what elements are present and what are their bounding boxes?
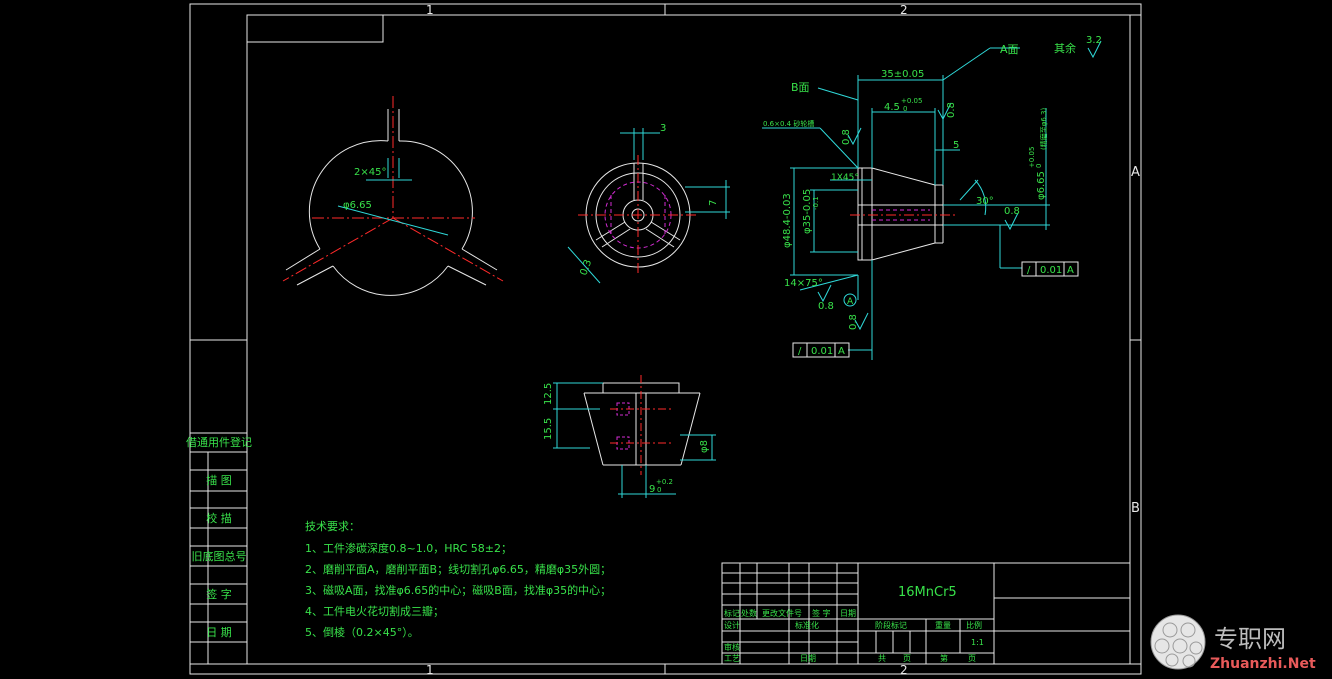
dim-d665-tol: +0.05 (1028, 147, 1036, 168)
tol1-symbol: / (1027, 265, 1031, 276)
notes-item-4: 4、工件电火花切割成三瓣； (305, 604, 444, 618)
tb-weight: 重量 (935, 620, 951, 630)
tol1-datum: A (1067, 265, 1074, 276)
face-a-label: A面 (1000, 43, 1019, 56)
view4-dim-9-tol: +0.2 (656, 478, 673, 486)
tol1-value: 0.01 (1040, 265, 1062, 276)
tb-hdr-1: 标记 (724, 608, 740, 618)
dim-step-tol-lower: 0 (903, 105, 907, 113)
view4-dim-9-tol-lower: 0 (657, 486, 661, 494)
dim-d35-tol: -0.1 (812, 196, 820, 210)
roughness-d: 0.8 (848, 314, 859, 330)
dim-step-tol-upper: +0.05 (901, 97, 922, 105)
zone-label-bottom-1: 1 (426, 663, 434, 677)
roughness-a: 0.8 (841, 129, 852, 145)
title-block (721, 562, 1131, 665)
left-stamp-block (189, 432, 248, 665)
chamfer-1x45: 1X45° (831, 173, 859, 183)
view2-dim-bottom: 0.3 (578, 258, 594, 277)
dim-d35: φ35-0.05 (802, 189, 813, 234)
zone-label-bottom-2: 2 (900, 663, 908, 677)
notes-title: 技术要求： (305, 520, 360, 533)
view4-dim-155: 15.5 (543, 418, 554, 440)
rest-roughness-label: 其余 (1054, 41, 1076, 55)
view-1-petal: 2×45° φ6.65 (282, 96, 504, 296)
view4-dim-9: 9 (649, 484, 655, 495)
technical-notes: 技术要求： 1、工件渗碳深度0.8~1.0，HRC 58±2； 2、磨削平面A，… (305, 520, 611, 639)
tb-scale: 比例 (966, 620, 982, 630)
dim-5: 5 (953, 140, 959, 151)
dim-14x75: 14×75° (784, 278, 823, 289)
view2-dim-top: 3 (660, 123, 666, 134)
dim-step: 4.5 (884, 102, 900, 113)
drawing-frame (189, 3, 1142, 675)
zone-label-top-1: 1 (426, 3, 434, 17)
watermark-en: Zhuanzhi.Net (1210, 656, 1316, 672)
view-3-side-section: A面 B面 其余 3.2 35±0.05 4.5 +0.05 0 0.8 0.6… (762, 35, 1102, 360)
tb-hdr-4: 签 字 (812, 608, 831, 618)
stamp-label-4: 旧底图总号 (192, 549, 247, 563)
notes-item-1: 1、工件渗碳深度0.8~1.0，HRC 58±2； (305, 541, 512, 555)
rest-roughness-value: 3.2 (1086, 35, 1102, 46)
tb-scale-value: 1:1 (971, 638, 984, 647)
notes-item-5: 5、倒棱（0.2×45°）。 (305, 626, 419, 639)
notes-item-2: 2、磨削平面A，磨削平面B；线切割孔φ6.65，精磨φ35外圆； (305, 562, 611, 576)
view-4-front-section: 12.5 15.5 φ8 9 +0.2 0 (543, 375, 716, 498)
tb-page: 第 (940, 653, 948, 663)
tb-hdr-3: 更改文件号 (762, 608, 802, 618)
roughness-right-top: 0.8 (946, 102, 957, 118)
dim-d48: φ48.4-0.03 (782, 193, 793, 248)
tb-page-unit: 页 (968, 654, 976, 663)
zone-label-right-b: B (1131, 501, 1140, 516)
watermark-cn: 专职网 (1214, 625, 1286, 653)
datum-letter: A (847, 297, 854, 307)
view1-chamfer-label: 2×45° (354, 167, 386, 178)
tol2-value: 0.01 (811, 346, 833, 357)
dim-length: 35±0.05 (881, 69, 924, 80)
face-b-label: B面 (791, 81, 810, 94)
tol2-symbol: / (798, 346, 802, 357)
watermark: 专职网 Zhuanzhi.Net (1150, 614, 1316, 672)
tb-total: 共 (878, 654, 886, 663)
tb-design: 设计 (724, 620, 740, 630)
tb-stage-mark: 阶段标记 (875, 620, 907, 630)
dim-d665-tol-lower: 0 (1035, 164, 1043, 168)
tb-process: 工艺 (724, 654, 740, 663)
view1-diameter-label: φ6.65 (343, 200, 372, 211)
tb-standardize: 标准化 (795, 620, 819, 630)
zone-label-top-2: 2 (900, 3, 908, 17)
roughness-b: 0.8 (1004, 206, 1020, 217)
tb-hdr-2: 处数 (741, 608, 757, 618)
view4-dim-8: φ8 (699, 440, 710, 453)
groove-note: 0.6×0.4 砂轮槽 (763, 119, 814, 128)
stamp-label-6: 日 期 (206, 626, 232, 639)
stamp-label-3: 校 描 (206, 511, 232, 525)
view4-dim-125: 12.5 (543, 383, 554, 405)
stamp-label-2: 描 图 (206, 473, 232, 487)
zone-label-right-a: A (1131, 165, 1140, 180)
tol2-datum: A (838, 346, 845, 357)
angle-30: 30° (976, 196, 994, 207)
view2-dim-right: 7 (708, 200, 719, 206)
stamp-label-5: 签 字 (206, 587, 232, 601)
dim-d665: φ6.65 (1036, 171, 1047, 200)
tb-review: 审核 (724, 642, 740, 652)
material-label: 16MnCr5 (898, 585, 957, 600)
view-2-round: 3 7 0.3 (567, 123, 730, 284)
tb-date: 日期 (800, 654, 816, 663)
tb-hdr-5: 日期 (840, 609, 856, 618)
stamp-label-1: 借通用件登记 (186, 435, 252, 449)
roughness-c: 0.8 (818, 301, 834, 312)
notes-item-3: 3、磁吸A面，找准φ6.65的中心；磁吸B面，找准φ35的中心； (305, 583, 611, 597)
tb-sheet: 页 (903, 654, 911, 663)
dim-d665-note: (精磨至φ6.3) (1039, 108, 1048, 150)
